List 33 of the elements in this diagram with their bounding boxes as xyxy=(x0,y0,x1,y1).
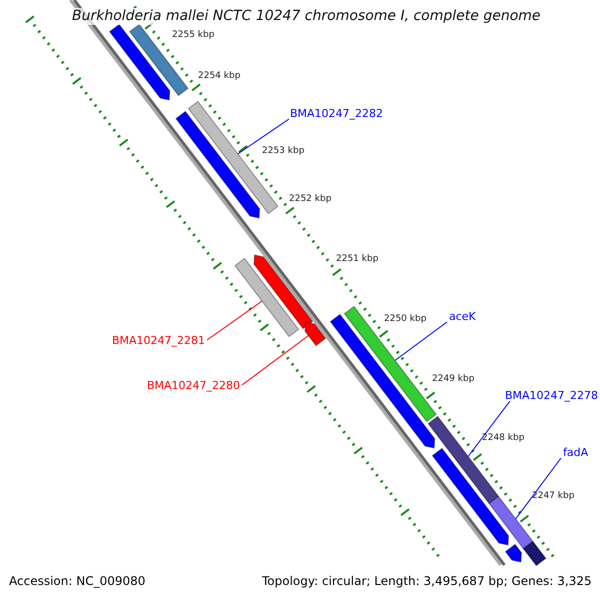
leader-line xyxy=(515,458,562,520)
leader-line xyxy=(394,322,448,361)
gene-bar xyxy=(304,321,326,346)
gene-bar xyxy=(504,544,522,563)
leader-line xyxy=(468,400,510,457)
tick-label: 2252 kbp xyxy=(289,194,332,205)
gene-label: BMA10247_2278 xyxy=(504,389,598,402)
leader-line xyxy=(237,118,290,154)
gene-label: BMA10247_2282 xyxy=(290,107,384,120)
gene-label: aceK xyxy=(449,310,476,324)
gene-bar xyxy=(175,110,260,219)
tick-label: 2253 kbp xyxy=(262,146,304,157)
gene-bar xyxy=(254,254,314,330)
gene-bar xyxy=(108,24,170,101)
gene-label: fadA xyxy=(563,446,588,460)
gene-bar xyxy=(488,496,534,550)
tick-label: 2250 kbp xyxy=(384,314,426,325)
tick-label: 2254 kbp xyxy=(198,71,240,82)
tick-label: 2247 kbp xyxy=(532,491,574,502)
gene-label: BMA10247_2280 xyxy=(146,379,240,392)
gene-label: BMA10247_2281 xyxy=(112,334,205,348)
diagram-title: Burkholderia mallei NCTC 10247 chromosome I, complete genome xyxy=(72,8,541,25)
footer-text: Accession: NC_009080 xyxy=(9,574,146,588)
tick-label: 2249 kbp xyxy=(432,374,474,385)
leader-line xyxy=(242,335,309,386)
tick-label: 2255 kbp xyxy=(172,30,214,41)
leader-line xyxy=(206,300,262,340)
gene-bar xyxy=(432,448,509,546)
footer-text: Topology: circular; Length: 3,495,687 bp; Genes: 3,325 xyxy=(262,574,592,588)
gene-bar xyxy=(522,540,546,566)
tick-label: 2251 kbp xyxy=(336,254,378,265)
gene-bar xyxy=(234,258,300,338)
tick-label: 2248 kbp xyxy=(482,433,524,444)
